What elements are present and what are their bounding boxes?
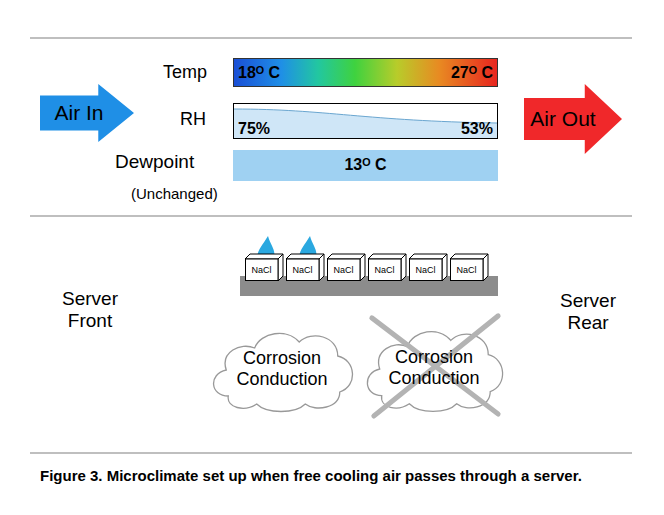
- cube-top: [286, 254, 324, 259]
- side-label: Server Front: [45, 288, 135, 332]
- cube-top: [409, 254, 447, 259]
- node-text: Corrosion Conduction: [227, 348, 337, 389]
- cube-front: [410, 259, 443, 281]
- cube-top: [368, 254, 406, 259]
- salt-crystal: NaCl: [245, 254, 283, 281]
- cube-top: [245, 254, 283, 259]
- outlet-arrow: Air Out: [524, 84, 622, 154]
- node-text: Air Out: [530, 107, 595, 131]
- cube-front: [246, 259, 279, 281]
- node-text: NaCl: [251, 265, 271, 275]
- cube-top: [450, 254, 488, 259]
- dewpoint-bar: Dewpoint(Unchanged)13ᴼ C: [233, 150, 498, 181]
- node-text: Air In: [54, 101, 103, 125]
- cube-top: [327, 254, 365, 259]
- node-text: NaCl: [374, 265, 394, 275]
- cube-side: [483, 254, 488, 281]
- inlet-arrow: Air In: [40, 84, 134, 142]
- node-text: NaCl: [415, 265, 435, 275]
- cube-front: [369, 259, 402, 281]
- salt-crystal: NaCl: [409, 254, 447, 281]
- node-text: Temp: [163, 62, 207, 83]
- humidity-bar: RH75%53%: [233, 103, 498, 139]
- temperature-bar: Temp18ᴼ C27ᴼ C: [233, 58, 498, 87]
- salt-crystal: NaCl: [327, 254, 365, 281]
- effect-cloud: Corrosion Conduction: [206, 324, 358, 414]
- arrow-shape: [40, 84, 134, 142]
- node-outline: [233, 103, 498, 139]
- node-text: NaCl: [292, 265, 312, 275]
- salt-crystal: NaCl: [286, 254, 324, 281]
- humidity-curve: [234, 109, 497, 123]
- cube-side: [401, 254, 406, 281]
- node-text: RH: [180, 109, 206, 130]
- side-label: Server Rear: [543, 290, 633, 334]
- cube-front: [451, 259, 484, 281]
- cube-side: [278, 254, 283, 281]
- node-text: 27ᴼ C: [451, 64, 493, 82]
- cross-out: [374, 316, 498, 416]
- divider-line: [30, 37, 632, 39]
- salt-crystal: NaCl: [450, 254, 488, 281]
- cube-side: [442, 254, 447, 281]
- humidity-fill: [234, 109, 497, 138]
- node-text: 18ᴼ C: [238, 64, 280, 82]
- node-text: Dewpoint: [115, 151, 194, 173]
- effect-cloud: Corrosion Conduction: [360, 322, 508, 414]
- divider-line: [30, 215, 632, 217]
- cube-side: [360, 254, 365, 281]
- node-text: Corrosion Conduction: [379, 347, 489, 388]
- bar-frame: [234, 104, 498, 139]
- figure-caption: Figure 3. Microclimate set up when free …: [40, 467, 640, 484]
- cube-side: [319, 254, 324, 281]
- node-text: 53%: [461, 120, 493, 138]
- cloud-shape: [214, 333, 353, 411]
- cube-front: [328, 259, 361, 281]
- node-text: NaCl: [456, 265, 476, 275]
- arrow-shape: [524, 84, 622, 154]
- divider-line: [30, 452, 632, 454]
- node-text: 13ᴼ C: [344, 156, 386, 174]
- node-text: 75%: [238, 120, 270, 138]
- salt-crystal: NaCl: [368, 254, 406, 281]
- node-text: NaCl: [333, 265, 353, 275]
- cube-front: [287, 259, 320, 281]
- node-text: (Unchanged): [131, 185, 218, 202]
